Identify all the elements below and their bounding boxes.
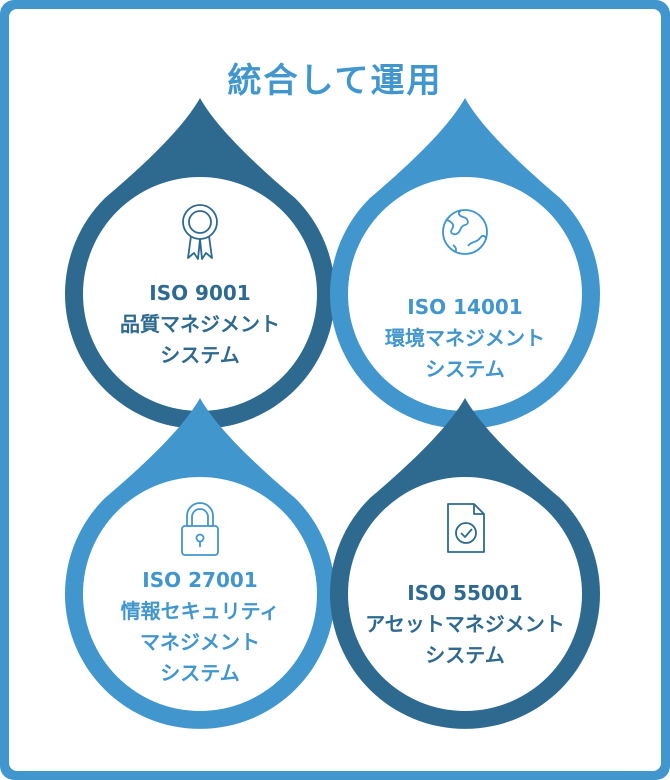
drop-iso14001-inner-circle	[348, 177, 582, 411]
label-iso55001-line1: ISO 55001	[407, 581, 523, 605]
drop-iso9001	[65, 98, 336, 429]
label-iso14001: ISO 14001 環境マネジメント システム	[335, 292, 595, 385]
label-iso27001-line1: ISO 27001	[142, 568, 258, 592]
label-iso27001: ISO 27001 情報セキュリティ マネジメント システム	[70, 565, 330, 689]
label-iso14001-line2: 環境マネジメント	[385, 326, 545, 350]
padlock-icon	[181, 502, 219, 556]
label-iso27001-line3: マネジメント	[140, 630, 260, 654]
document-check-icon	[447, 503, 485, 553]
label-iso27001-line2: 情報セキュリティ	[120, 599, 280, 623]
label-iso27001-line4: システム	[160, 661, 240, 685]
content-panel: 統合して運用	[9, 9, 661, 771]
label-iso9001-line3: システム	[160, 343, 240, 367]
drop-iso55001	[330, 398, 600, 729]
page-title: 統合して運用	[227, 61, 443, 101]
label-iso55001-line3: システム	[425, 643, 505, 667]
drop-iso14001	[330, 98, 600, 429]
label-iso9001-line1: ISO 9001	[149, 281, 251, 305]
drop-iso27001	[65, 398, 336, 729]
label-iso14001-line1: ISO 14001	[407, 295, 523, 319]
globe-icon	[442, 209, 488, 255]
label-iso9001-line2: 品質マネジメント	[120, 312, 280, 336]
label-iso55001: ISO 55001 アセットマネジメント システム	[335, 578, 595, 671]
award-ribbon-icon	[182, 204, 218, 260]
label-iso9001: ISO 9001 品質マネジメント システム	[70, 278, 330, 371]
label-iso14001-line3: システム	[425, 357, 505, 381]
label-iso55001-line2: アセットマネジメント	[365, 612, 565, 636]
drop-iso9001-inner-circle	[83, 177, 317, 411]
drop-iso27001-inner-circle	[83, 477, 317, 711]
drop-iso55001-inner-circle	[348, 477, 582, 711]
